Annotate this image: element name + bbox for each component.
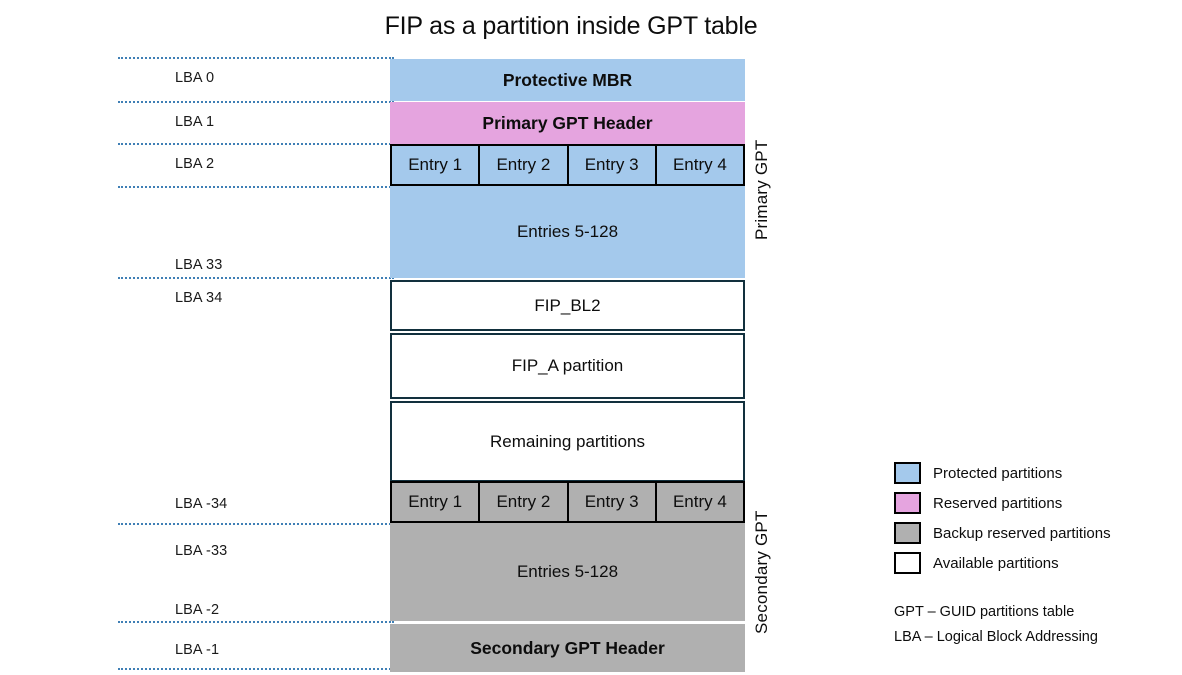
legend-label: Available partitions bbox=[933, 554, 1059, 572]
partition-block-label: FIP_A partition bbox=[511, 356, 624, 375]
partition-block-label: Entries 5-128 bbox=[516, 562, 619, 581]
lba-label: LBA 33 bbox=[175, 257, 223, 273]
lba-label: LBA -34 bbox=[175, 496, 228, 512]
lba-label: LBA 34 bbox=[175, 290, 223, 306]
primary-gpt-side-label: Primary GPT bbox=[752, 139, 771, 241]
entry-cell: Entry 4 bbox=[656, 146, 743, 184]
leader-line bbox=[118, 523, 394, 525]
partition-block-primary-entries: Entries 5-128 bbox=[390, 186, 745, 278]
legend-swatch-reserved bbox=[894, 492, 921, 514]
secondary-gpt-side-label: Secondary GPT bbox=[752, 510, 771, 635]
legend-swatch-protected bbox=[894, 462, 921, 484]
entry-cell: Entry 1 bbox=[392, 146, 481, 184]
legend-row: Available partitions bbox=[894, 548, 1111, 578]
entry-cell: Entry 2 bbox=[480, 146, 569, 184]
legend-label: Backup reserved partitions bbox=[933, 524, 1111, 542]
partition-block-label: Entries 5-128 bbox=[516, 222, 619, 241]
leader-line bbox=[118, 186, 394, 188]
partition-block-label: Remaining partitions bbox=[490, 431, 645, 451]
lba-label: LBA -33 bbox=[175, 543, 228, 559]
lba-label: LBA 2 bbox=[175, 156, 215, 172]
partition-block-secondary-entries: Entries 5-128 bbox=[390, 523, 745, 621]
leader-line bbox=[118, 621, 394, 623]
partition-block-protective-mbr: Protective MBR bbox=[390, 59, 745, 101]
legend-swatch-available bbox=[894, 552, 921, 574]
legend-swatch-backup-reserved bbox=[894, 522, 921, 544]
partition-block-label: Protective MBR bbox=[502, 69, 633, 90]
lba-label: LBA 1 bbox=[175, 114, 215, 130]
partition-block-secondary-gpt-header: Secondary GPT Header bbox=[390, 624, 745, 672]
partition-block-remaining-partitions: Remaining partitions bbox=[390, 401, 745, 482]
partition-block-label: Primary GPT Header bbox=[482, 112, 653, 133]
partition-block-fip-bl2: FIP_BL2 bbox=[390, 280, 745, 331]
entry-cell: Entry 2 bbox=[480, 483, 569, 521]
page-title: FIP as a partition inside GPT table bbox=[384, 12, 758, 40]
legend-label: Reserved partitions bbox=[933, 494, 1063, 512]
legend-label: Protected partitions bbox=[933, 464, 1063, 482]
leader-line bbox=[118, 57, 394, 59]
legend-row: Backup reserved partitions bbox=[894, 518, 1111, 548]
legend-row: Reserved partitions bbox=[894, 488, 1111, 518]
abbreviation-line: GPT – GUID partitions table bbox=[894, 604, 1075, 620]
legend-row: Protected partitions bbox=[894, 458, 1111, 488]
leader-line bbox=[118, 101, 394, 103]
partition-block-primary-gpt-header: Primary GPT Header bbox=[390, 102, 745, 144]
entry-cell: Entry 1 bbox=[392, 483, 481, 521]
leader-line bbox=[118, 143, 394, 145]
entry-cell: Entry 3 bbox=[568, 483, 657, 521]
lba-label: LBA -2 bbox=[175, 602, 220, 618]
abbreviation-line: LBA – Logical Block Addressing bbox=[894, 629, 1098, 645]
partition-block-fip-a-partition: FIP_A partition bbox=[390, 333, 745, 399]
entry-cell: Entry 4 bbox=[656, 483, 743, 521]
entry-cell: Entry 3 bbox=[568, 146, 657, 184]
partition-block-label: FIP_BL2 bbox=[534, 295, 601, 315]
lba-label: LBA 0 bbox=[175, 70, 215, 86]
lba-label: LBA -1 bbox=[175, 642, 220, 658]
leader-line bbox=[118, 277, 394, 279]
leader-line bbox=[118, 668, 394, 670]
partition-block-label: Secondary GPT Header bbox=[470, 637, 665, 658]
